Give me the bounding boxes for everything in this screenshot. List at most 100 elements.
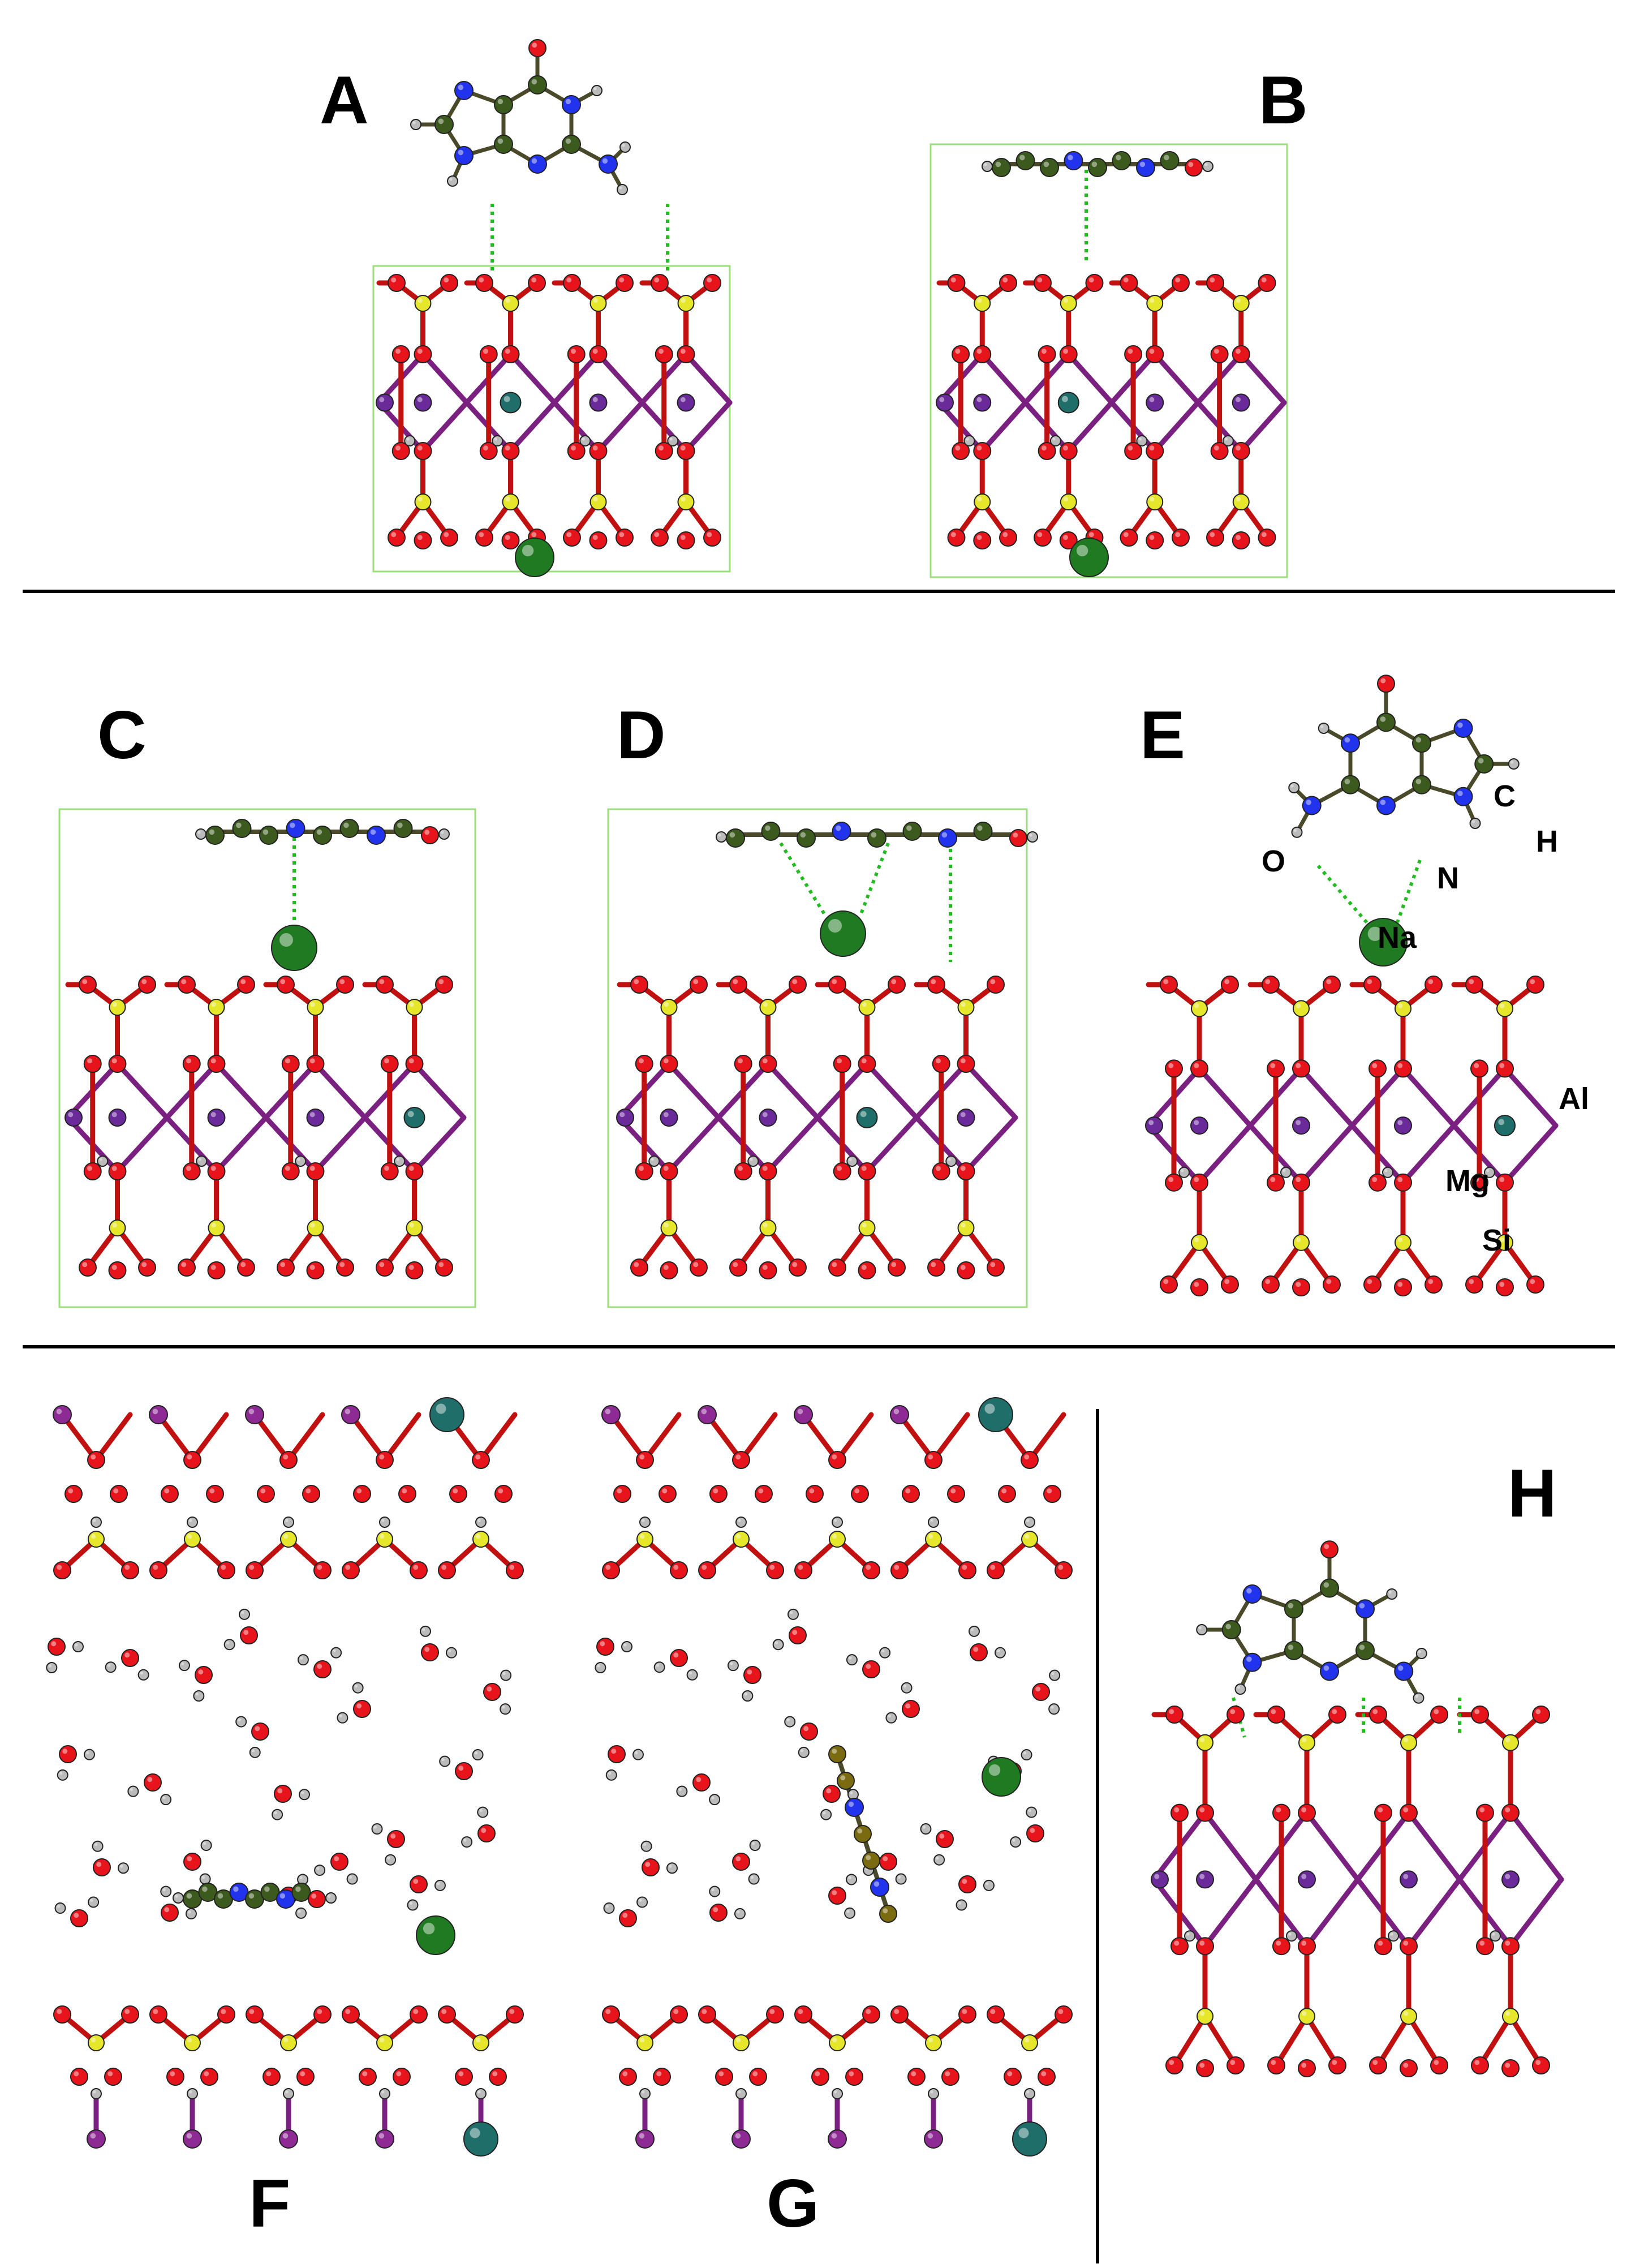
atom-highlight [961,1002,966,1007]
oxygen-atom [670,2005,688,2024]
hydrogen-atom [238,1608,250,1620]
atom-highlight [1271,1709,1276,1715]
oxygen-atom [1465,976,1483,994]
silicon-atom [109,1219,126,1236]
atom-highlight [483,445,488,451]
atom-highlight [187,1856,192,1862]
oxygen-atom [729,1258,747,1277]
atom-highlight [1434,2060,1439,2065]
atom-highlight [1505,2011,1510,2016]
atom-highlight [1403,1737,1409,1742]
oxygen-atom [376,1451,394,1469]
atom-highlight [1505,1807,1510,1812]
atom-highlight [1344,737,1350,743]
hydrogen-atom [117,1862,129,1874]
oxygen-atom [1526,1275,1544,1294]
atom-highlight [809,1488,815,1494]
oxygen-atom [1267,1059,1285,1078]
atom-highlight [492,2071,498,2077]
carbon-atom [494,135,513,154]
atom-highlight [678,1788,682,1792]
hydrogen-atom [686,1669,698,1681]
oxygen-atom [1165,2056,1184,2074]
aluminum-atom [64,1109,83,1127]
aluminum-atom [677,393,695,412]
atom-highlight [412,121,416,124]
atom-highlight [348,1875,352,1879]
hydrogen-atom [185,1908,197,1919]
oxygen-atom [421,1643,439,1661]
atom-highlight [453,1488,458,1494]
hydrogen-atom [137,1669,149,1681]
oxygen-atom [79,1258,97,1277]
bond [864,1115,919,1174]
oxygen-atom [932,1162,950,1180]
atom-highlight [930,2090,933,2094]
oxygen-atom [64,1485,83,1503]
atom-highlight [977,496,982,502]
atom-highlight [417,397,423,402]
oxygen-atom [1190,1173,1208,1192]
atom-highlight [800,1749,804,1752]
atom-highlight [1403,1874,1409,1879]
atom-highlight [622,2071,628,2077]
bond [508,351,557,405]
atom-highlight [984,1403,995,1414]
atom-highlight [345,1408,351,1415]
bond [115,1061,170,1120]
hydrogen-atom [1386,1588,1398,1600]
hydrogen-atom [500,1703,511,1715]
aluminum-atom [924,2129,943,2149]
atom-highlight [1063,445,1068,451]
hydrogen-atom [127,1785,139,1797]
oxygen-atom [987,1258,1005,1277]
atom-highlight [1052,437,1056,441]
atom-highlight [903,1684,907,1688]
oxygen-atom [845,2068,863,2086]
hydrogen-atom [956,1899,967,1911]
atom-highlight [774,1641,778,1644]
atom-highlight [597,1664,600,1668]
oxygen-atom [506,1561,524,1579]
oxygen-atom [1430,2056,1448,2074]
atom-highlight [1474,1709,1480,1715]
oxygen-atom [421,826,439,844]
atom-highlight [673,1652,679,1658]
carbon-atom [1015,151,1035,170]
atom-highlight [850,1791,853,1794]
oxygen-atom [794,1561,812,1579]
atom-highlight [1380,678,1386,684]
atom-highlight [634,979,639,985]
oxygen-atom [1471,2056,1489,2074]
hydrogen-atom [1024,1517,1035,1528]
atom-highlight [1019,154,1025,161]
oxygen-atom [455,2068,473,2086]
oxygen-atom [660,1162,678,1180]
hydrogen-atom [1048,1703,1060,1715]
nitrogen-atom [938,828,957,848]
oxygen-atom [958,1875,976,1893]
oxygen-atom [308,1890,326,1908]
oxygen-atom [636,1451,654,1469]
oxygen-atom [70,1909,88,1927]
atom-highlight [565,138,571,144]
oxygen-atom [1496,1059,1514,1078]
bond [666,1061,721,1120]
oxygen-atom [380,1162,399,1180]
oxygen-atom [438,1561,456,1579]
atom-highlight [1380,716,1386,722]
atom-highlight [762,1058,768,1064]
oxygen-atom [391,345,410,363]
aluminum-atom [794,1405,813,1424]
nitrogen-atom [1394,1661,1414,1681]
atom-highlight [1293,828,1297,832]
oxygen-atom [1400,2059,1418,2077]
nitrogen-atom [367,826,386,845]
atom-highlight [1296,1063,1301,1068]
atom-highlight [260,1488,266,1494]
oxygen-atom [1124,345,1143,363]
oxygen-atom [1400,1803,1418,1822]
nitrogen-atom [1136,158,1155,177]
silicon-atom [1146,493,1164,510]
bond [642,1412,682,1463]
